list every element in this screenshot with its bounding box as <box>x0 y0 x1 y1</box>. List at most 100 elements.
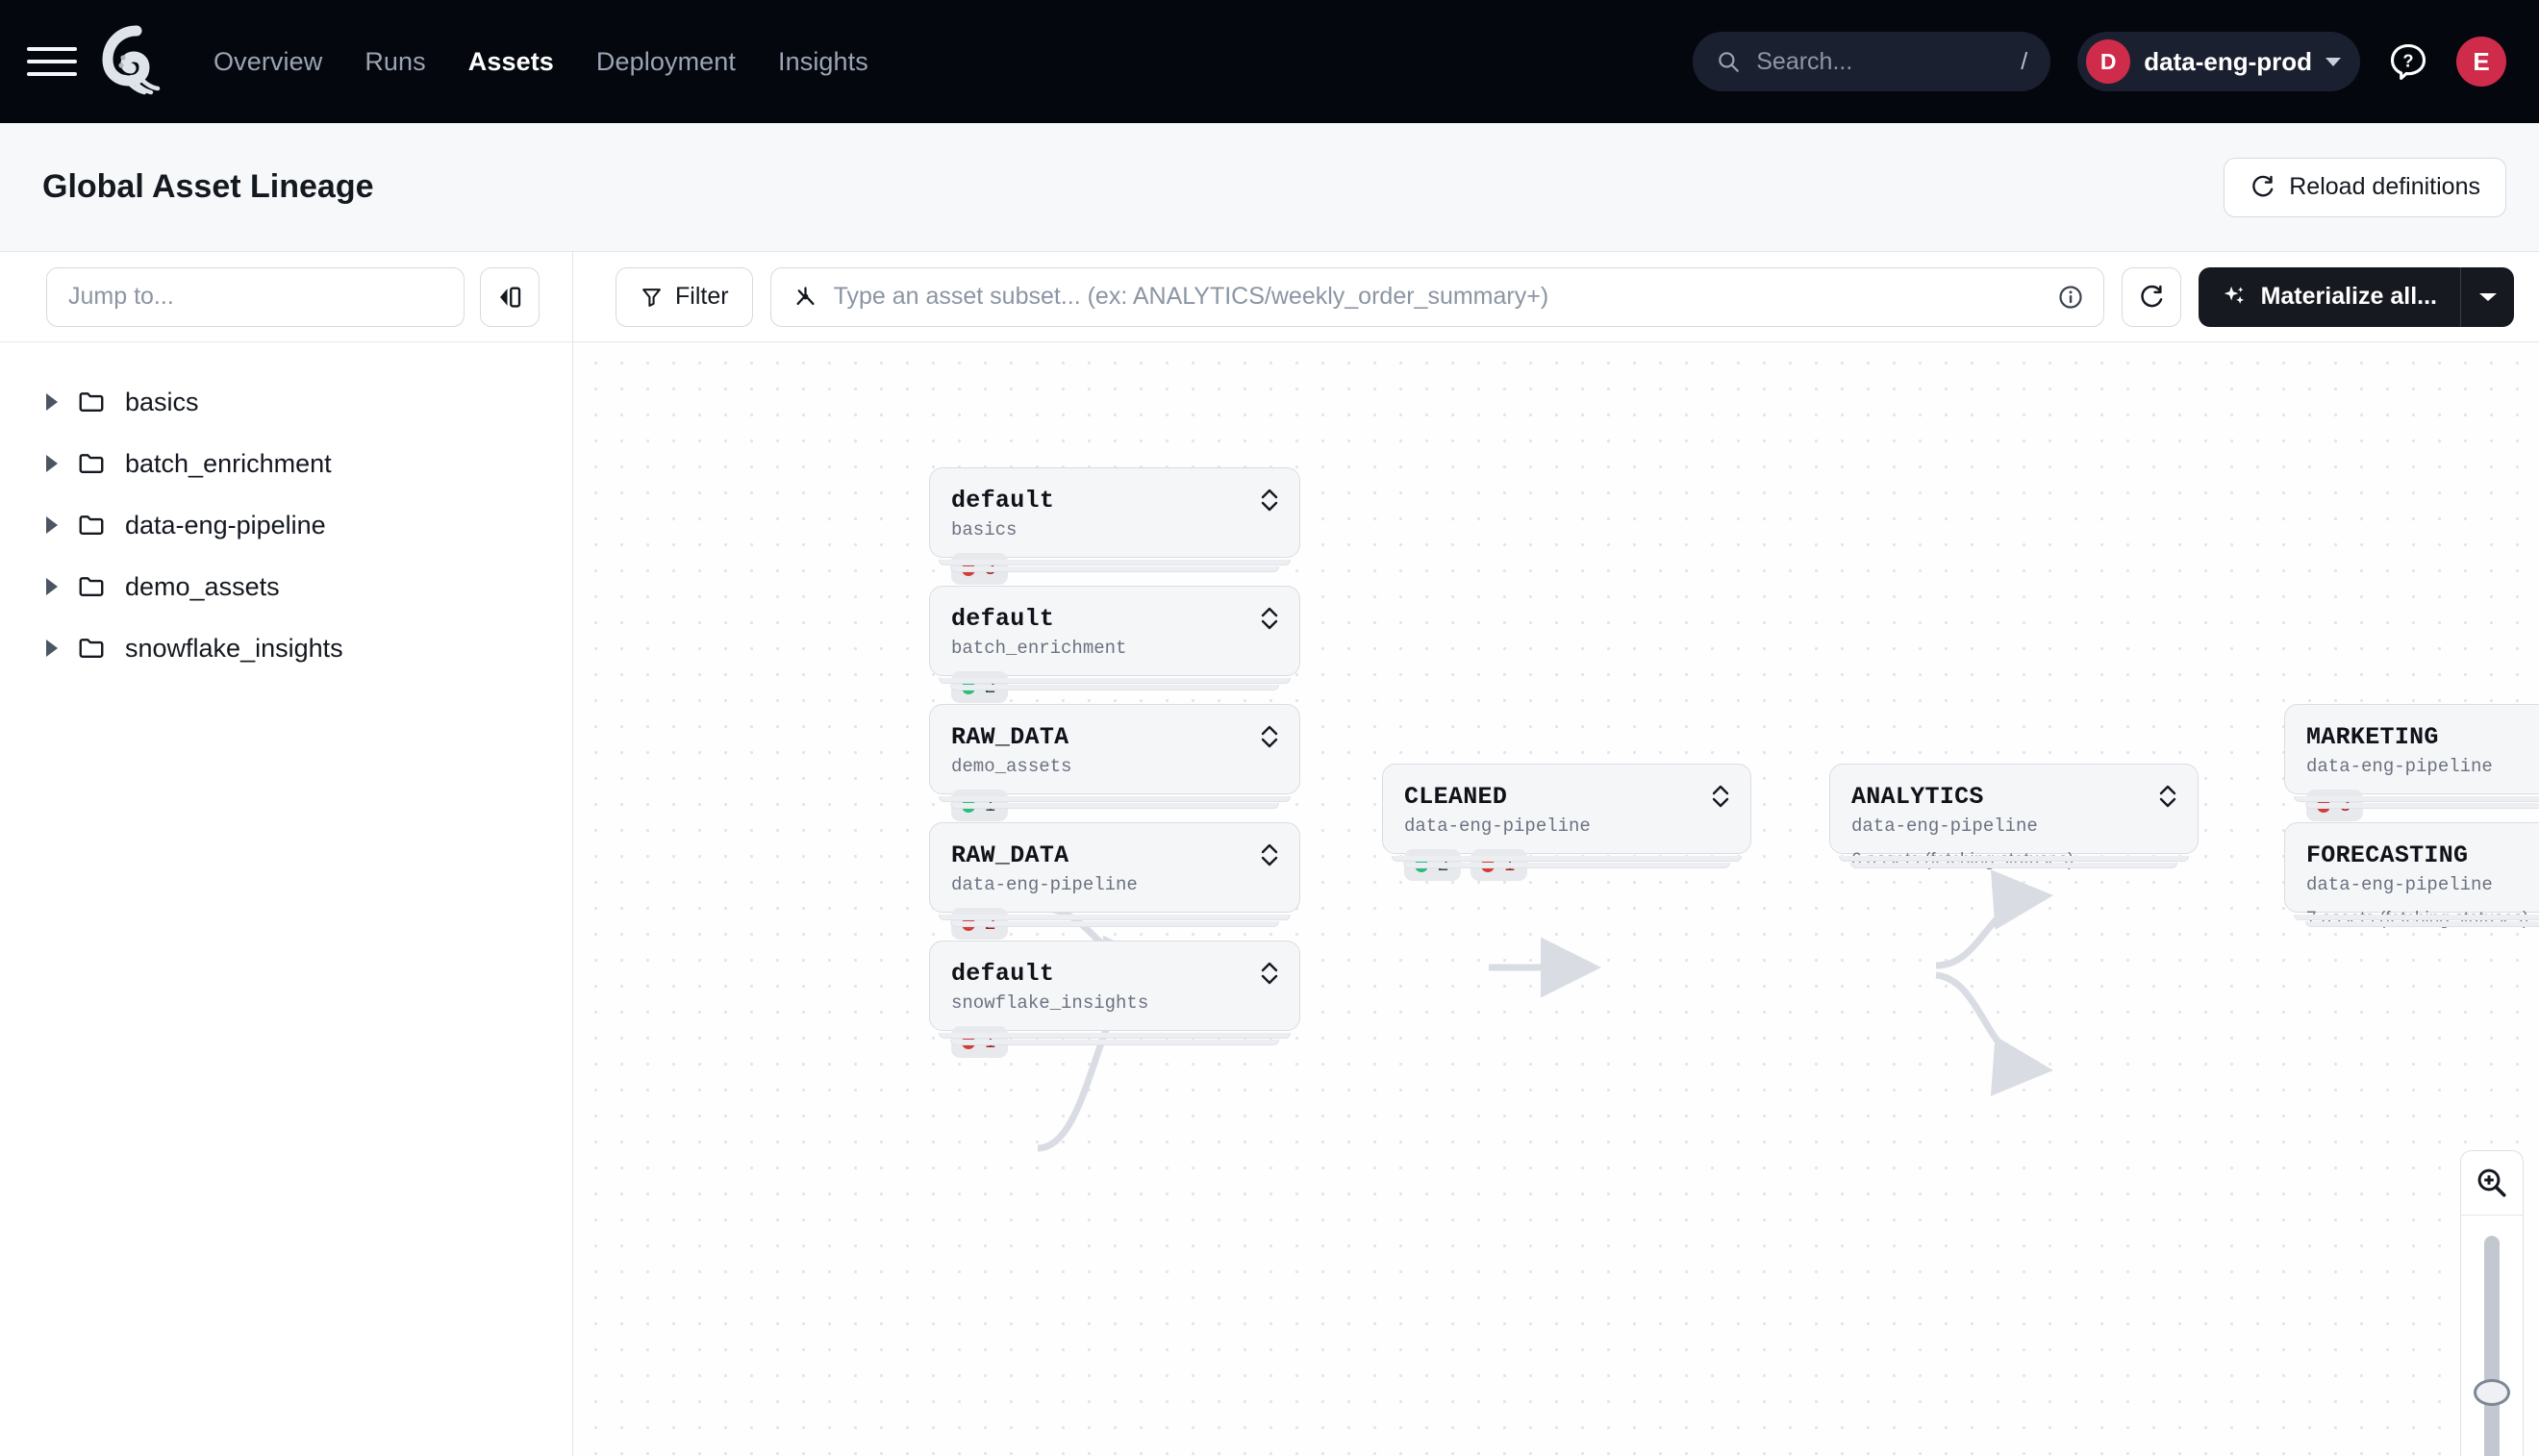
node-stack-layer <box>939 560 1291 565</box>
filter-button[interactable]: Filter <box>616 266 753 327</box>
refresh-icon <box>2252 175 2274 197</box>
expand-collapse-icon[interactable] <box>1259 959 1280 988</box>
info-circle-icon[interactable] <box>2057 284 2084 311</box>
sidebar-item-label: snowflake_insights <box>125 633 343 663</box>
expand-collapse-icon[interactable] <box>1259 841 1280 869</box>
node-stack-layer <box>939 796 1291 802</box>
sidebar-item-snowflake-insights[interactable]: snowflake_insights <box>0 617 572 679</box>
node-title: FORECASTING <box>2306 841 2469 869</box>
materialize-options-button[interactable] <box>2460 266 2514 327</box>
node-subtitle: batch_enrichment <box>951 637 1127 659</box>
zoom-slider-group <box>2460 1150 2524 1456</box>
sidebar-item-basics[interactable]: basics <box>0 371 572 433</box>
folder-icon <box>79 454 104 473</box>
search-shortcut: / <box>2021 47 2028 75</box>
zoom-slider-thumb[interactable] <box>2474 1379 2510 1406</box>
filter-label: Filter <box>675 283 729 310</box>
asset-group-tree: basics batch_enrichment data-eng-pipelin… <box>0 342 572 679</box>
zoom-slider[interactable] <box>2461 1216 2523 1456</box>
node-stack-layer <box>950 566 1279 572</box>
jump-to-input[interactable] <box>46 266 465 327</box>
deployment-badge: D <box>2086 39 2131 84</box>
nav-link-deployment[interactable]: Deployment <box>595 46 736 76</box>
expand-collapse-icon[interactable] <box>1259 486 1280 515</box>
node-stack-layer <box>1839 856 2189 862</box>
search-placeholder: Search... <box>1756 47 1853 75</box>
sidebar-item-batch-enrichment[interactable]: batch_enrichment <box>0 433 572 494</box>
expand-collapse-icon[interactable] <box>2157 782 2178 811</box>
lineage-graph-canvas[interactable]: default basics 3 <box>573 342 2539 1456</box>
node-stack-layer <box>939 915 1291 920</box>
expand-collapse-icon[interactable] <box>1259 722 1280 751</box>
divider <box>2461 1215 2523 1216</box>
node-stack-layer <box>2294 796 2539 802</box>
node-title: default <box>951 960 1055 988</box>
page-title: Global Asset Lineage <box>42 168 374 205</box>
node-title: CLEANED <box>1404 783 1508 811</box>
materialize-all-button[interactable]: Materialize all... <box>2198 266 2460 327</box>
collapse-panel-icon <box>500 286 521 308</box>
node-subtitle: data-eng-pipeline <box>1404 815 1591 837</box>
dagster-logo[interactable] <box>100 25 173 98</box>
zoom-slider-track <box>2484 1236 2500 1456</box>
reload-definitions-label: Reload definitions <box>2289 173 2480 200</box>
search-icon <box>1719 52 1740 72</box>
top-navigation-bar: Overview Runs Assets Deployment Insights… <box>0 0 2539 123</box>
nav-link-runs[interactable]: Runs <box>365 46 426 76</box>
filter-icon <box>642 289 661 307</box>
asset-group-node-cleaned[interactable]: CLEANED data-eng-pipeline 2 1 <box>1382 764 1751 882</box>
chevron-right-icon[interactable] <box>46 578 58 595</box>
global-search-input[interactable]: Search... / <box>1693 32 2051 91</box>
expand-collapse-icon[interactable] <box>1259 604 1280 633</box>
asset-group-node-forecasting[interactable]: FORECASTING data-eng-pipeline 7 assets (… <box>2284 822 2539 929</box>
refresh-graph-button[interactable] <box>2121 266 2181 327</box>
collapse-sidebar-button[interactable] <box>480 266 540 327</box>
asset-subset-field[interactable] <box>769 266 2104 327</box>
user-avatar[interactable]: E <box>2456 37 2506 87</box>
deployment-selector[interactable]: D data-eng-prod <box>2077 32 2360 91</box>
zoom-controls <box>2460 1150 2524 1456</box>
svg-text:?: ? <box>2402 51 2413 71</box>
chevron-right-icon[interactable] <box>46 393 58 411</box>
lineage-main-panel: Filter <box>573 252 2539 1456</box>
nav-link-insights[interactable]: Insights <box>778 46 868 76</box>
refresh-icon <box>2140 285 2162 307</box>
asset-group-node-analytics[interactable]: ANALYTICS data-eng-pipeline 6 assets (fe… <box>1829 764 2199 870</box>
node-subtitle: data-eng-pipeline <box>2306 873 2493 895</box>
chevron-right-icon[interactable] <box>46 516 58 534</box>
sidebar-item-label: demo_assets <box>125 571 280 601</box>
asset-group-node-snowflake-insights[interactable]: default snowflake_insights 1 <box>929 941 1300 1059</box>
reload-definitions-button[interactable]: Reload definitions <box>2224 157 2506 217</box>
zoom-in-icon <box>2477 1168 2506 1197</box>
hamburger-menu-icon[interactable] <box>27 37 77 87</box>
node-title: default <box>951 605 1055 633</box>
asset-group-node-raw-data-pipeline[interactable]: RAW_DATA data-eng-pipeline 2 <box>929 822 1300 941</box>
asset-subset-input[interactable] <box>833 283 2042 311</box>
materialize-all-label: Materialize all... <box>2260 283 2437 310</box>
sidebar-item-data-eng-pipeline[interactable]: data-eng-pipeline <box>0 494 572 556</box>
node-subtitle: data-eng-pipeline <box>2306 755 2493 777</box>
help-circle-icon[interactable]: ? <box>2387 40 2429 83</box>
node-stack-layer <box>2294 915 2539 920</box>
edge-analytics-to-forecasting <box>1935 971 2053 1096</box>
node-stack-layer <box>1403 863 1730 868</box>
lineage-edges <box>1037 869 2053 1152</box>
sidebar-item-demo-assets[interactable]: demo_assets <box>0 556 572 617</box>
asset-group-node-marketing[interactable]: MARKETING data-eng-pipeline 3 <box>2284 704 2539 822</box>
graph-toolbar: Filter <box>573 252 2539 342</box>
asset-group-node-basics[interactable]: default basics 3 <box>929 467 1300 586</box>
chevron-right-icon[interactable] <box>46 640 58 657</box>
nav-link-assets[interactable]: Assets <box>467 46 554 76</box>
asset-group-node-batch-enrichment[interactable]: default batch_enrichment 2 <box>929 586 1300 704</box>
materialize-button-group: Materialize all... <box>2198 266 2514 327</box>
nav-link-overview[interactable]: Overview <box>214 46 323 76</box>
node-stack-layer <box>939 1033 1291 1039</box>
sidebar-item-label: basics <box>125 387 199 416</box>
zoom-in-button[interactable] <box>2461 1151 2523 1215</box>
chevron-right-icon[interactable] <box>46 455 58 472</box>
body-split: basics batch_enrichment data-eng-pipelin… <box>0 252 2539 1456</box>
expand-collapse-icon[interactable] <box>1710 782 1731 811</box>
chevron-down-icon <box>2325 57 2341 66</box>
node-title: ANALYTICS <box>1851 783 1984 811</box>
asset-group-node-demo-assets[interactable]: RAW_DATA demo_assets 1 <box>929 704 1300 822</box>
